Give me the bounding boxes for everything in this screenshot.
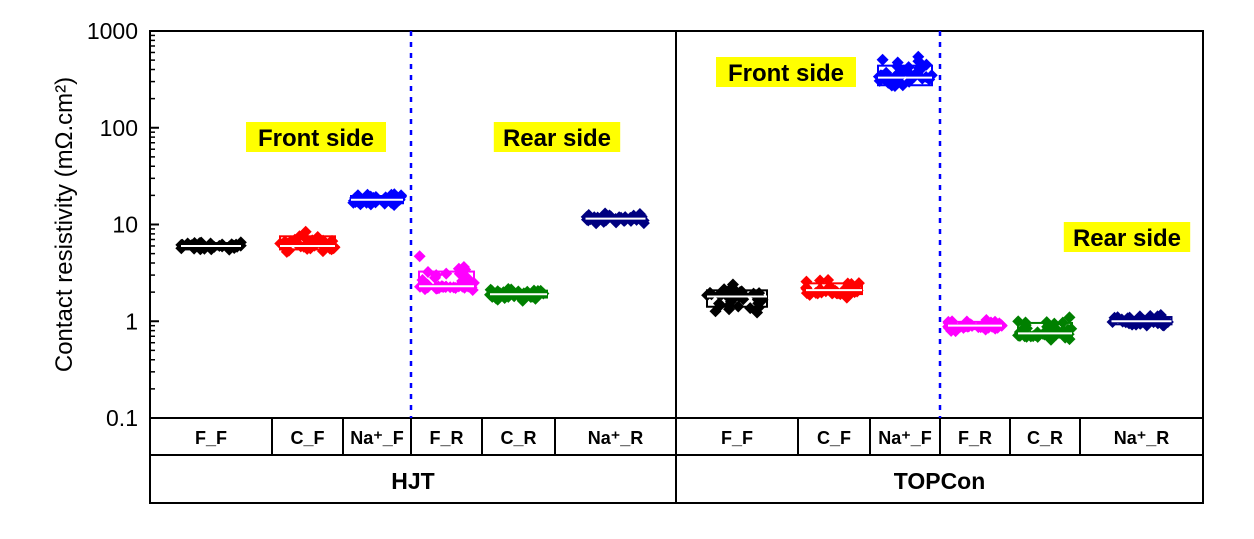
y-axis-title: Contact resistivity (mΩ.cm²)	[51, 77, 78, 372]
data-point	[727, 284, 740, 297]
series-C_F	[800, 273, 865, 304]
data-point	[299, 225, 312, 238]
group-label: TOPCon	[894, 468, 986, 494]
data-point	[1157, 319, 1170, 332]
data-point	[328, 241, 341, 254]
category-label: F_R	[429, 428, 463, 448]
y-tick-label: 10	[112, 212, 138, 238]
data-point	[1065, 322, 1078, 335]
data-point	[724, 295, 737, 308]
data-point	[421, 281, 434, 294]
y-tick-label: 100	[100, 115, 138, 141]
data-point	[416, 274, 429, 287]
data-point	[637, 217, 650, 230]
data-point	[1056, 316, 1069, 329]
category-label: F_R	[958, 428, 992, 448]
y-tick-label: 0.1	[106, 405, 138, 431]
category-label: F_F	[721, 428, 753, 448]
data-point	[885, 79, 898, 92]
category-label: F_F	[195, 428, 227, 448]
annotation-highlight	[1063, 222, 1191, 252]
data-point	[588, 211, 601, 224]
annotation-highlight	[716, 57, 856, 87]
category-label: C_R	[1027, 428, 1063, 448]
data-point	[840, 291, 853, 304]
data-point	[902, 61, 915, 74]
data-point	[395, 189, 408, 202]
data-point	[1144, 310, 1157, 323]
data-point	[516, 294, 529, 307]
data-point	[306, 234, 319, 247]
data-point	[1115, 313, 1128, 326]
category-label: Na⁺_F	[878, 428, 932, 448]
data-point	[388, 198, 401, 211]
marks-layer	[175, 50, 1174, 346]
series-F_F	[701, 278, 769, 319]
data-point	[429, 271, 442, 284]
category-label: Na⁺_R	[1114, 428, 1170, 448]
data-point	[175, 238, 188, 251]
data-point	[732, 300, 745, 313]
data-point	[413, 250, 426, 263]
data-point	[872, 70, 885, 83]
category-label: C_F	[290, 428, 324, 448]
data-point	[1029, 329, 1042, 342]
data-point	[712, 297, 725, 310]
data-point	[316, 245, 329, 258]
data-point	[282, 244, 295, 257]
series-C_F	[274, 225, 341, 258]
group-label: HJT	[391, 468, 434, 494]
data-point	[889, 69, 902, 82]
y-tick-label: 1000	[87, 18, 138, 44]
data-point	[529, 292, 542, 305]
category-label: C_F	[817, 428, 851, 448]
data-point	[852, 277, 865, 290]
y-tick-label: 1	[125, 308, 138, 334]
annotation-label: Rear side	[1073, 225, 1181, 252]
data-point	[891, 56, 904, 69]
annotation-label: Front side	[728, 60, 844, 87]
annotation-label: Front side	[258, 125, 374, 152]
data-point	[814, 274, 827, 287]
annotation-label: Rear side	[503, 125, 611, 152]
series-Na⁺_R	[580, 207, 650, 230]
series-C_R	[484, 283, 550, 307]
data-point	[744, 302, 757, 315]
data-point	[452, 262, 465, 275]
series-Na⁺_F	[872, 50, 938, 92]
data-point	[913, 56, 926, 69]
data-point	[876, 53, 889, 66]
data-point	[463, 275, 476, 288]
series-F_R	[413, 250, 480, 297]
series-C_R	[1012, 311, 1078, 346]
category-label: C_R	[500, 428, 536, 448]
data-point	[1154, 308, 1167, 321]
data-point	[752, 301, 765, 314]
annotation-highlight	[493, 122, 621, 152]
data-point	[1020, 322, 1033, 335]
category-label: Na⁺_R	[588, 428, 644, 448]
series-F_F	[175, 236, 247, 256]
annotation-highlight	[246, 122, 386, 152]
data-point	[619, 211, 632, 224]
series-Na⁺_R	[1106, 308, 1174, 332]
data-point	[822, 273, 835, 286]
data-point	[433, 282, 446, 295]
series-F_R	[942, 314, 1008, 338]
data-point	[421, 266, 434, 279]
data-point	[284, 235, 297, 248]
data-point	[735, 285, 748, 298]
category-label: Na⁺_F	[350, 428, 404, 448]
frame-layer	[149, 30, 1204, 504]
data-point	[440, 267, 453, 280]
series-Na⁺_F	[347, 188, 408, 211]
